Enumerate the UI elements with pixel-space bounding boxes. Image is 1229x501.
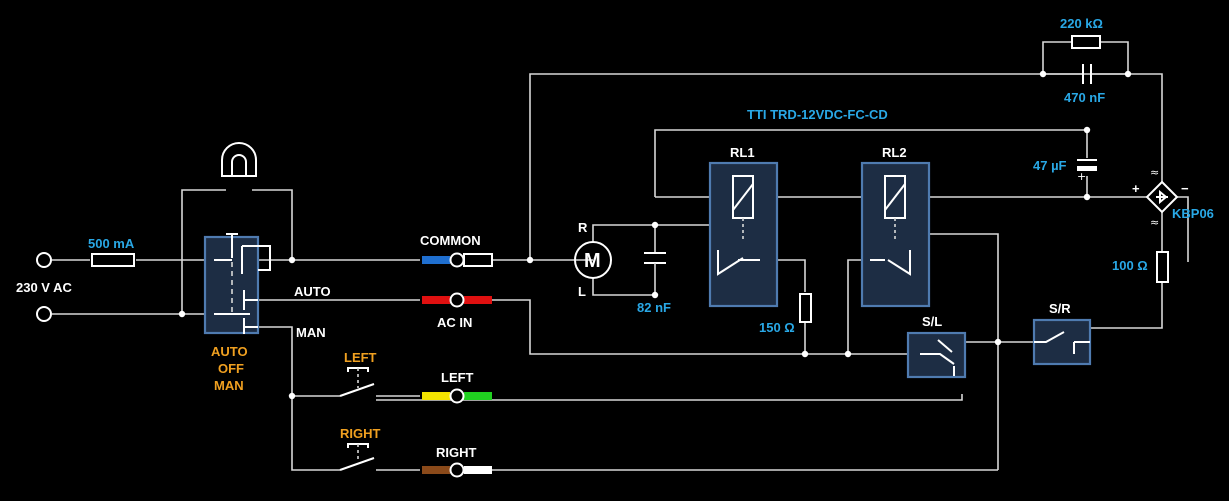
resistor-150-value: 150 Ω xyxy=(759,320,795,335)
fuse-value: 500 mA xyxy=(88,236,135,251)
junctions xyxy=(178,70,1132,400)
relay-rl1 xyxy=(708,161,779,308)
connector-right-label: RIGHT xyxy=(436,445,477,460)
connector-common-label: COMMON xyxy=(420,233,481,248)
bridge-plus-mark: + xyxy=(1132,181,1140,196)
capacitor-82nf xyxy=(644,252,666,275)
limit-switch-sr-label: S/R xyxy=(1049,301,1071,316)
connector-common xyxy=(422,252,493,268)
limit-switch-sl-label: S/L xyxy=(922,314,942,329)
motor-icon: M xyxy=(574,241,612,279)
mode-position-man: MAN xyxy=(214,378,244,393)
resistor-220k-value: 220 kΩ xyxy=(1060,16,1103,31)
resistor-150 xyxy=(799,293,812,323)
indicator-lamp-icon xyxy=(221,142,257,177)
mode-switch xyxy=(203,233,271,335)
push-button-left-label: LEFT xyxy=(344,350,377,365)
connector-ac-in-label: AC IN xyxy=(437,315,472,330)
motor-symbol: M xyxy=(584,250,601,272)
connector-right xyxy=(422,462,492,478)
limit-switch-sl xyxy=(906,331,967,379)
fuse-symbol xyxy=(91,253,135,267)
connector-left xyxy=(422,388,492,404)
capacitor-470nf xyxy=(1082,64,1092,84)
mode-position-off: OFF xyxy=(218,361,244,376)
capacitor-470nf-value: 470 nF xyxy=(1064,90,1105,105)
relay-rl2-label: RL2 xyxy=(882,145,907,160)
electrolytic-47uf: + xyxy=(1077,159,1097,183)
relay-part-label: TTI TRD-12VDC-FC-CD xyxy=(747,107,888,122)
resistor-220k xyxy=(1071,35,1101,49)
relay-rl2 xyxy=(860,161,931,308)
bridge-ac-top-mark: ≈ xyxy=(1150,166,1159,179)
resistor-100-value: 100 Ω xyxy=(1112,258,1148,273)
motor-terminal-r: R xyxy=(578,220,588,235)
man-line-label: MAN xyxy=(296,325,326,340)
connector-left-label: LEFT xyxy=(441,370,474,385)
connector-ac-in xyxy=(422,292,492,308)
bridge-rectifier-icon xyxy=(1145,180,1179,214)
electrolytic-47uf-value: 47 µF xyxy=(1033,158,1067,173)
mode-position-auto: AUTO xyxy=(211,344,248,359)
auto-line-label: AUTO xyxy=(294,284,331,299)
limit-switch-sr xyxy=(1032,318,1092,366)
push-button-right xyxy=(339,443,375,471)
push-button-right-label: RIGHT xyxy=(340,426,381,441)
motor-terminal-l: L xyxy=(578,284,586,299)
relay-rl1-label: RL1 xyxy=(730,145,755,160)
bridge-ac-bottom-mark: ≈ xyxy=(1150,216,1159,229)
push-button-left xyxy=(339,367,375,397)
bridge-minus-mark: − xyxy=(1181,181,1189,196)
capacitor-82nf-value: 82 nF xyxy=(637,300,671,315)
electrolytic-plus-mark: + xyxy=(1077,170,1086,183)
supply-terminals xyxy=(36,252,52,322)
resistor-100 xyxy=(1156,251,1169,283)
bridge-part-label: KBP06 xyxy=(1172,206,1214,221)
supply-label: 230 V AC xyxy=(16,280,72,295)
